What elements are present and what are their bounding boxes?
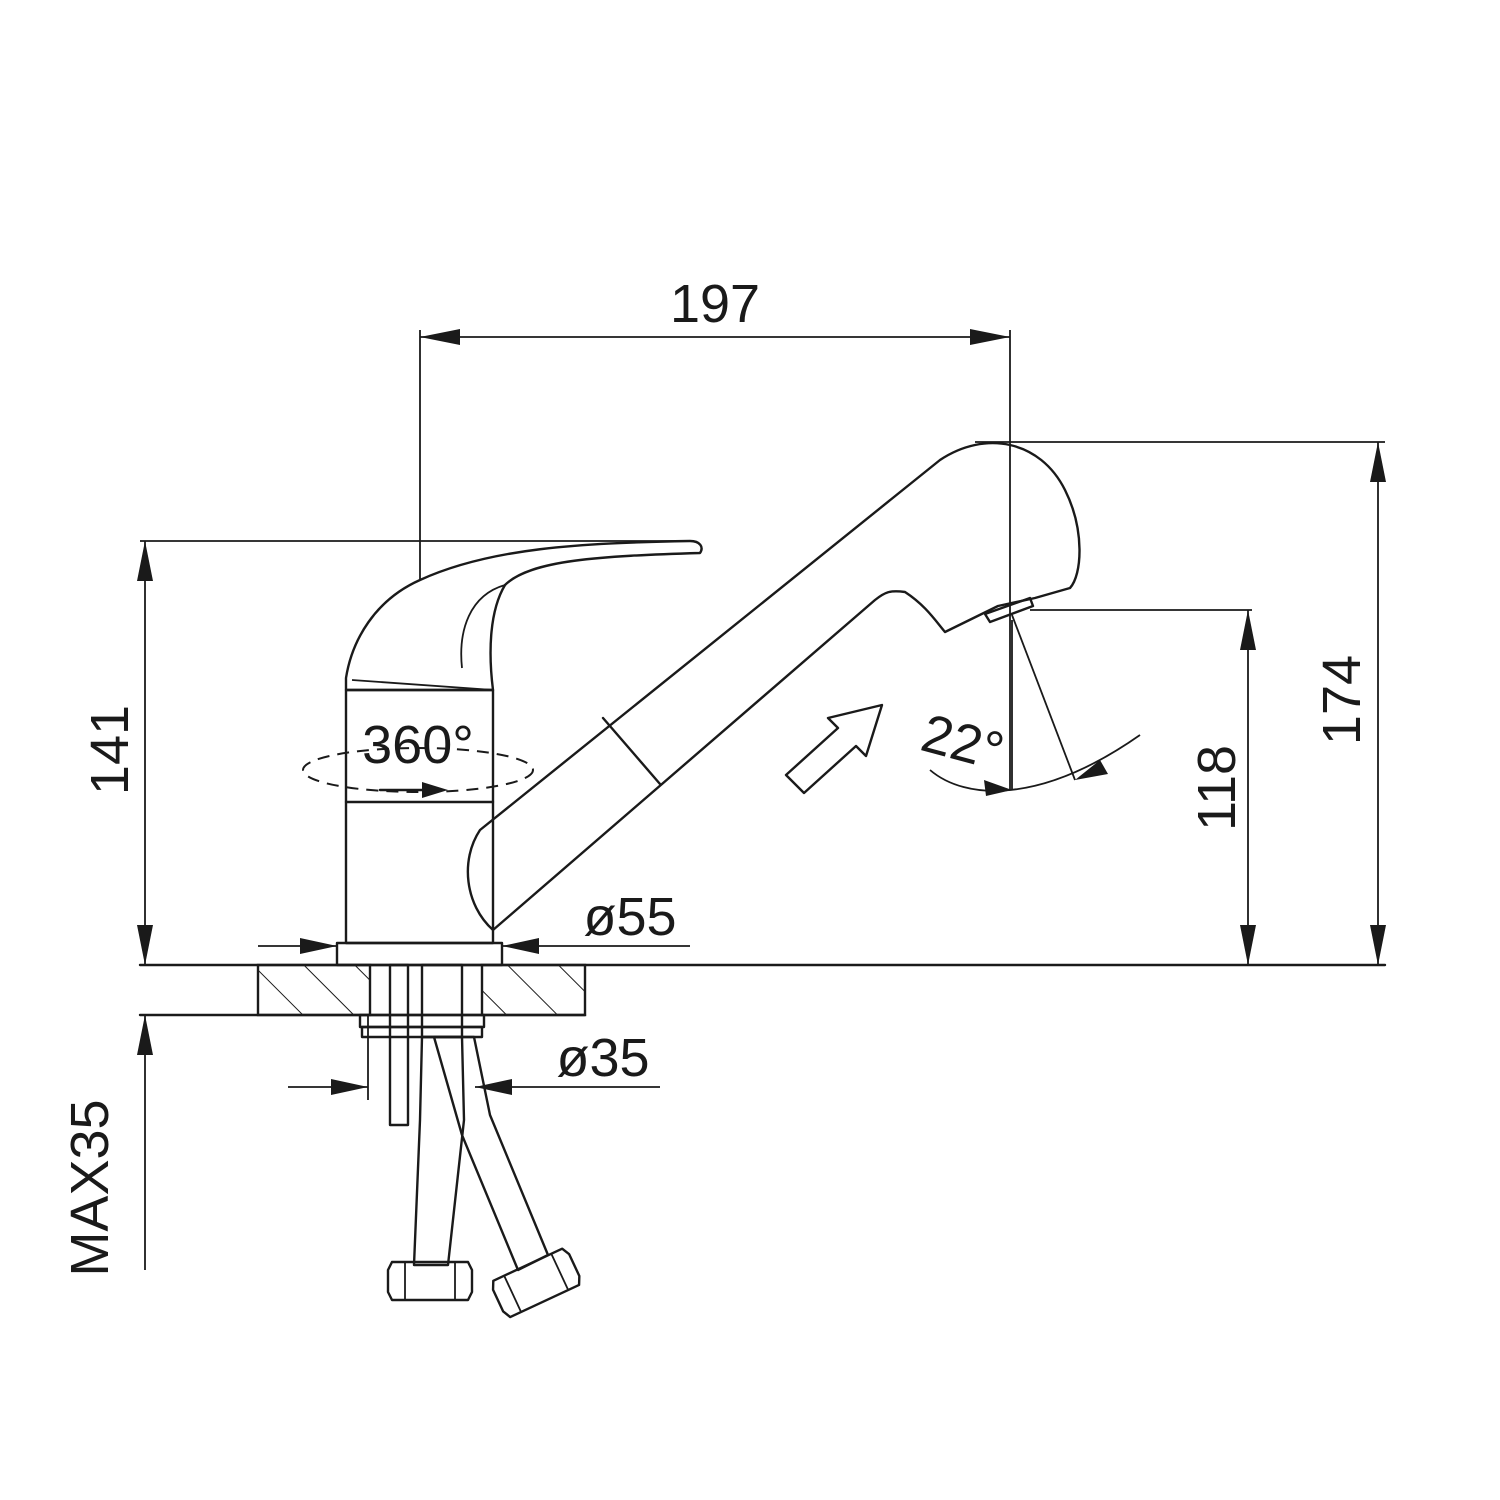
dimension-reach (419, 329, 1011, 790)
dimension-total-height (975, 441, 1386, 965)
supply-hoses (386, 1035, 581, 1319)
rotation-indicator (302, 747, 534, 798)
spray-angle-label: 22° (915, 703, 1009, 782)
dimension-hole-diameter-label: ø35 (556, 1028, 649, 1088)
rotation-label: 360° (362, 715, 474, 775)
countertop-hatch-right (480, 963, 587, 1017)
hose-left (412, 1035, 466, 1267)
dimension-body-diameter-label: ø55 (583, 887, 676, 947)
dimension-reach-label: 197 (670, 274, 760, 334)
hose-nut-right (491, 1247, 581, 1319)
spray-angle-indicator (929, 614, 1141, 796)
dimension-max-thickness-label: MAX35 (60, 1099, 120, 1276)
lever-handle (344, 539, 703, 692)
pull-out-spout (466, 441, 1081, 932)
dimension-hole-diameter (288, 1015, 660, 1100)
countertop (138, 963, 1387, 1017)
dimension-lever-height-label: 141 (80, 705, 140, 795)
countertop-hatch-left (256, 963, 372, 1017)
pull-direction-arrow (784, 703, 884, 795)
dimension-max-thickness (137, 1015, 153, 1270)
dimension-outlet-height-label: 118 (1187, 745, 1247, 831)
dimension-body-diameter (258, 938, 690, 954)
dimension-total-height-label: 174 (1312, 655, 1372, 745)
dimension-lever-height (137, 540, 690, 965)
dimension-outlet-height (1030, 609, 1256, 965)
hose-nut-left (386, 1260, 474, 1302)
